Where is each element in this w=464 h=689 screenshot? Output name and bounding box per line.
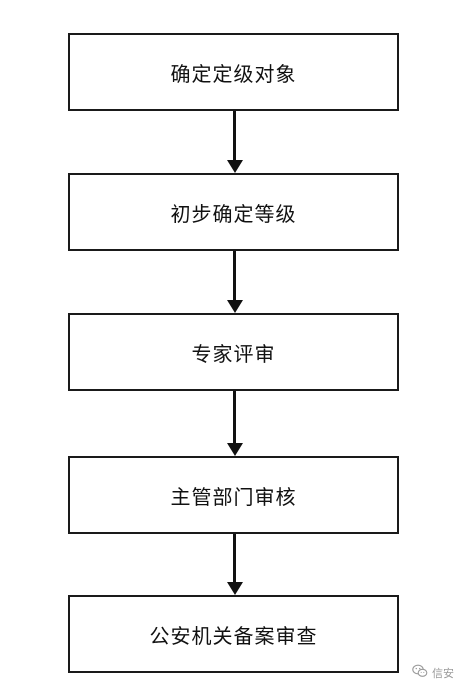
step-box-5: 公安机关备案审查 bbox=[68, 595, 399, 673]
step-box-1: 确定定级对象 bbox=[68, 33, 399, 111]
step-label-3: 专家评审 bbox=[191, 341, 276, 366]
step-box-3: 专家评审 bbox=[68, 313, 399, 391]
step-label-4: 主管部门审核 bbox=[170, 484, 297, 509]
arrow-down-1 bbox=[227, 111, 243, 173]
watermark-text: 信安 bbox=[432, 666, 454, 680]
arrow-down-3 bbox=[227, 391, 243, 456]
step-label-5: 公安机关备案审查 bbox=[149, 623, 318, 648]
step-box-2: 初步确定等级 bbox=[68, 173, 399, 251]
arrow-shaft bbox=[233, 534, 236, 582]
arrow-shaft bbox=[233, 391, 236, 443]
step-label-1: 确定定级对象 bbox=[170, 61, 297, 86]
arrow-shaft bbox=[233, 111, 236, 160]
step-box-4: 主管部门审核 bbox=[68, 456, 399, 534]
arrow-down-4 bbox=[227, 534, 243, 595]
arrow-shaft bbox=[233, 251, 236, 300]
arrow-head bbox=[227, 160, 243, 173]
watermark: 信安 bbox=[412, 664, 454, 681]
step-label-2: 初步确定等级 bbox=[170, 201, 297, 226]
arrow-head bbox=[227, 300, 243, 313]
arrow-head bbox=[227, 582, 243, 595]
arrow-down-2 bbox=[227, 251, 243, 313]
arrow-head bbox=[227, 443, 243, 456]
wechat-icon bbox=[412, 664, 428, 681]
